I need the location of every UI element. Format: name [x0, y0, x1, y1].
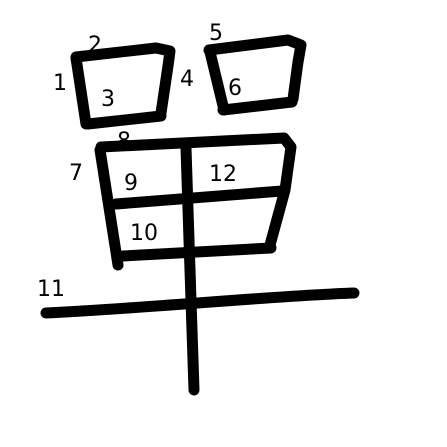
stroke-3-path: [82, 110, 167, 130]
stroke-label-10: 10: [130, 221, 158, 246]
stroke-label-8: 8: [117, 129, 131, 154]
stroke-label-6: 6: [228, 76, 242, 101]
stroke-label-3: 3: [101, 87, 115, 112]
stroke-11-path: [40, 287, 360, 319]
stroke-8-path: [95, 132, 297, 251]
stroke-12-path: [180, 142, 200, 396]
stroke-4-path: [204, 46, 230, 116]
top-right-box: [203, 34, 307, 116]
stroke-label-1: 1: [53, 71, 67, 96]
stroke-label-12: 12: [209, 162, 237, 187]
stroke-label-4: 4: [180, 67, 194, 92]
stroke-label-2: 2: [88, 33, 102, 58]
stroke-5-path: [203, 34, 307, 105]
stroke-label-9: 9: [124, 171, 138, 196]
stroke-7-path: [94, 144, 124, 271]
lower-body: [40, 132, 360, 396]
top-left-box: [70, 42, 176, 130]
stroke-label-7: 7: [69, 161, 83, 186]
stroke-label-11: 11: [37, 277, 65, 302]
stroke-order-labels: 1 2 3 4 5 6 7 8 9 10 11 12: [37, 21, 242, 302]
stroke-label-5: 5: [209, 21, 223, 46]
stroke-6-path: [217, 96, 298, 116]
stroke-9-path: [110, 185, 288, 210]
stroke-1-path: [70, 52, 92, 130]
stroke-2-path: [70, 42, 176, 119]
stroke-10-path: [117, 242, 277, 262]
